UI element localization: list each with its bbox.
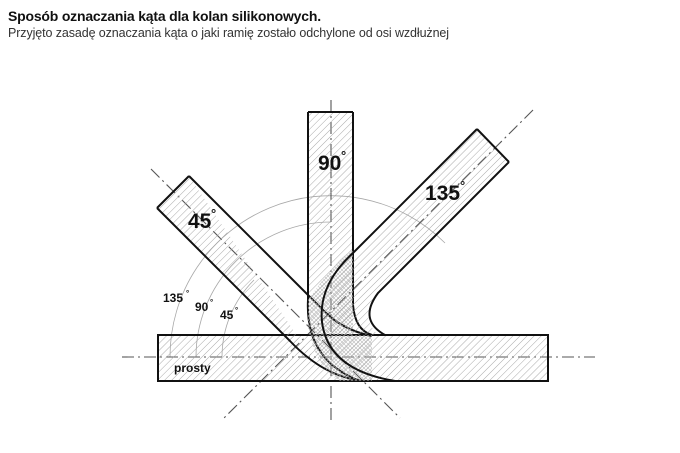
base-label: prosty [174,361,211,375]
arm-45-label: 45 [188,210,212,233]
arm-135-degree: ° [460,178,465,193]
arm-45-degree: ° [211,206,216,221]
page-title: Sposób oznaczania kąta dla kolan silikon… [8,8,321,24]
arc-135-degree: ° [186,289,189,298]
arm-135-label: 135 [425,182,460,205]
arc-45-degree: ° [235,306,238,315]
arm-135 [320,128,510,382]
page-subtitle: Przyjęto zasadę oznaczania kąta o jaki r… [8,26,449,40]
arc-45-label: 45 [220,308,234,322]
arc-135-label: 135 [163,291,183,305]
arm-90-degree: ° [341,148,346,163]
arm-90-label: 90 [318,152,341,175]
arc-135 [169,195,446,358]
arc-90-label: 90 [195,300,209,314]
arc-90-degree: ° [210,298,213,307]
